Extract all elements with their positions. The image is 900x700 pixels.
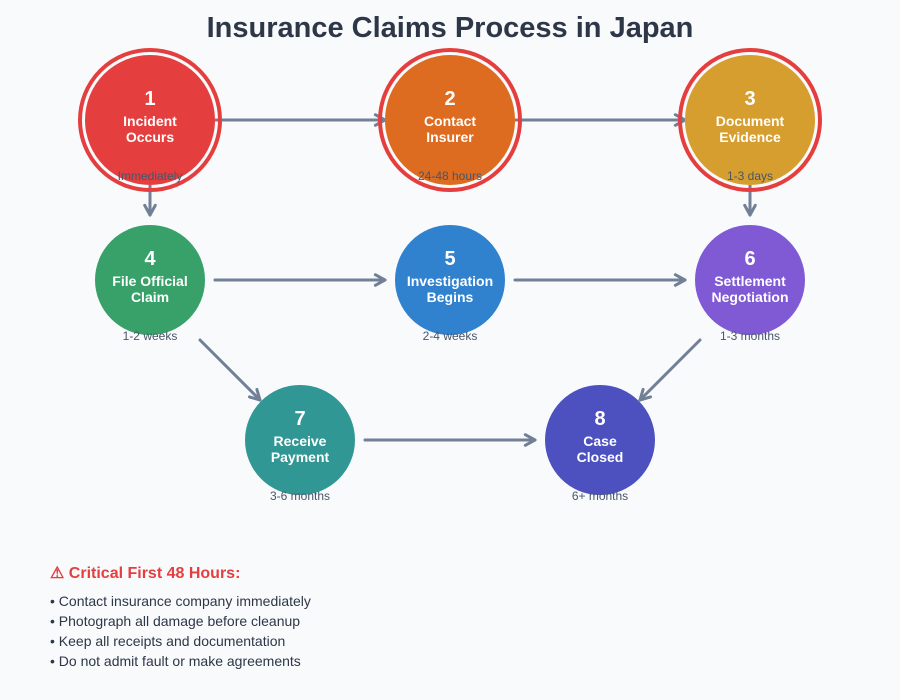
step-circle <box>695 225 805 335</box>
step-circle <box>395 225 505 335</box>
critical-ring <box>378 48 522 192</box>
step-circle <box>685 55 815 185</box>
step-number: 2 <box>444 88 455 110</box>
step-circle <box>545 385 655 495</box>
step-circle <box>95 225 205 335</box>
arrowhead-icon <box>373 273 387 287</box>
step-label: Contact <box>424 113 476 129</box>
arrow-1-to-2 <box>213 113 387 127</box>
step-duration: 6+ months <box>572 489 628 503</box>
step-duration: 2-4 weeks <box>423 329 478 343</box>
step-circle <box>85 55 215 185</box>
step-number: 3 <box>744 88 755 110</box>
step-number: 8 <box>594 408 605 430</box>
step-label: Evidence <box>719 129 781 145</box>
arrowhead-icon <box>638 387 653 402</box>
critical-ring <box>78 48 222 192</box>
step-duration: Immediately <box>118 169 183 183</box>
arrowhead-icon <box>743 203 757 217</box>
step-label: File Official <box>112 273 187 289</box>
connections <box>143 113 757 447</box>
critical-note-title: ⚠ Critical First 48 Hours: <box>50 565 241 582</box>
arrowhead-icon <box>247 387 262 402</box>
critical-note-item: • Contact insurance company immediately <box>50 593 311 609</box>
step-duration: 24-48 hours <box>418 169 482 183</box>
arrow-5-to-6 <box>513 273 687 287</box>
step-label: Closed <box>577 449 624 465</box>
arrow-4-to-5 <box>213 273 387 287</box>
step-label: Document <box>716 113 785 129</box>
step-label: Negotiation <box>712 289 789 305</box>
step-label: Insurer <box>426 129 474 145</box>
critical-note-item: • Do not admit fault or make agreements <box>50 653 301 669</box>
step-label: Incident <box>123 113 177 129</box>
arrowhead-icon <box>523 433 537 447</box>
step-label: Claim <box>131 289 169 305</box>
arrow-4-to-7 <box>198 338 262 402</box>
page-title: Insurance Claims Process in Japan <box>206 12 694 44</box>
step-label: Settlement <box>714 273 786 289</box>
step-label: Occurs <box>126 129 174 145</box>
step-number: 7 <box>294 408 305 430</box>
arrow-7-to-8 <box>363 433 537 447</box>
arrow-line <box>198 338 262 402</box>
critical-note-list: • Contact insurance company immediately … <box>50 591 650 671</box>
step-label: Case <box>583 433 617 449</box>
step-circle <box>245 385 355 495</box>
arrow-6-to-8 <box>638 338 702 402</box>
step-duration: 1-3 months <box>720 329 780 343</box>
step-label: Receive <box>274 433 327 449</box>
step-number: 5 <box>444 248 455 270</box>
arrowhead-icon <box>143 203 157 217</box>
arrowhead-icon <box>673 273 687 287</box>
critical-note: ⚠ Critical First 48 Hours: • Contact ins… <box>50 563 650 671</box>
step-label: Begins <box>427 289 474 305</box>
step-number: 4 <box>144 248 156 270</box>
critical-note-item: • Photograph all damage before cleanup <box>50 613 301 629</box>
step-label: Payment <box>271 449 330 465</box>
step-number: 6 <box>744 248 755 270</box>
step-label: Investigation <box>407 273 493 289</box>
step-duration: 3-6 months <box>270 489 330 503</box>
critical-note-item: • Keep all receipts and documentation <box>50 633 286 649</box>
arrow-2-to-3 <box>513 113 687 127</box>
step-duration: 1-3 days <box>727 169 773 183</box>
critical-ring <box>678 48 822 192</box>
arrow-line <box>638 338 702 402</box>
step-duration: 1-2 weeks <box>123 329 178 343</box>
step-number: 1 <box>144 88 155 110</box>
step-circle <box>385 55 515 185</box>
